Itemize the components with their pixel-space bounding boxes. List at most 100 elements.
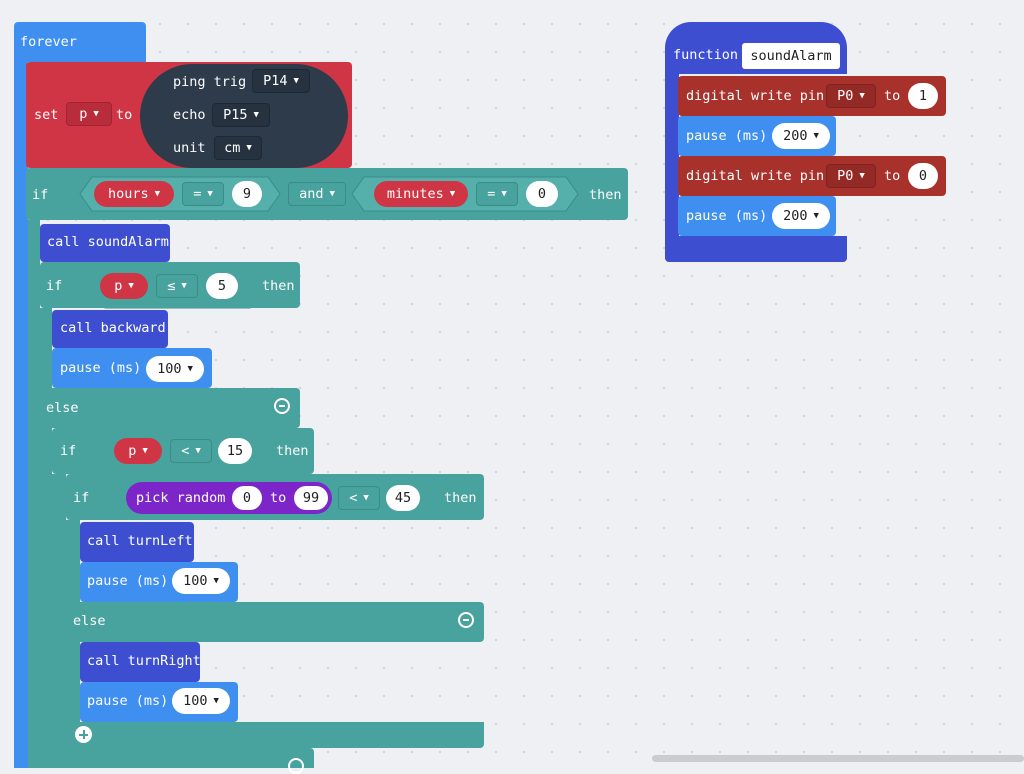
function-pause-label-1: pause (ms) xyxy=(686,128,768,144)
random-max-value[interactable]: 99 xyxy=(294,486,328,510)
if3-arm xyxy=(52,474,66,768)
call-turnleft-label: call turnLeft xyxy=(87,533,193,549)
function-pause-value-2[interactable]: 200▼ xyxy=(772,203,830,229)
if4-label: if xyxy=(73,490,90,506)
function-arm xyxy=(665,72,679,238)
random-to-label: to xyxy=(270,490,287,506)
pause-value-2[interactable]: 100▼ xyxy=(172,568,230,594)
call-turnleft-block[interactable] xyxy=(80,522,194,562)
if2-arm xyxy=(40,308,52,768)
to-label: to xyxy=(116,107,133,123)
collapse-minus-icon[interactable] xyxy=(458,612,474,628)
chevron-down-icon: ▼ xyxy=(207,189,213,199)
call-backward-label: call backward xyxy=(60,320,166,336)
chevron-down-icon: ▼ xyxy=(859,171,865,181)
forever-block[interactable] xyxy=(14,22,146,62)
function-name-field[interactable]: soundAlarm xyxy=(742,43,840,69)
if2-then-label: then xyxy=(262,278,295,294)
digital-write-label-2: digital write pin xyxy=(686,168,825,184)
pause-label-3: pause (ms) xyxy=(87,693,169,709)
if4-value[interactable]: 45 xyxy=(386,485,420,511)
function-pause-value-1[interactable]: 200▼ xyxy=(772,123,830,149)
call-turnright-block[interactable] xyxy=(80,642,200,682)
trig-pin-dropdown[interactable]: P14▼ xyxy=(252,69,310,93)
chevron-down-icon: ▼ xyxy=(195,446,201,456)
chevron-down-icon: ▼ xyxy=(293,76,299,86)
echo-pin-dropdown[interactable]: P15▼ xyxy=(212,103,270,127)
if2-p-variable[interactable]: p▼ xyxy=(100,273,148,299)
if4-footer[interactable] xyxy=(66,722,484,748)
if2-op-dropdown[interactable]: ≤▼ xyxy=(156,274,198,298)
write-to-label-2: to xyxy=(884,168,901,184)
chevron-down-icon: ▼ xyxy=(859,91,865,101)
ping-trig-label: ping trig xyxy=(173,74,247,90)
horizontal-scrollbar[interactable] xyxy=(652,755,1024,762)
pin-dropdown-1[interactable]: P0▼ xyxy=(826,84,876,108)
hours-variable[interactable]: hours▼ xyxy=(94,181,174,207)
echo-label: echo xyxy=(173,107,206,123)
write-value-1[interactable]: 1 xyxy=(908,83,938,109)
pause-label-1: pause (ms) xyxy=(60,360,142,376)
chevron-down-icon: ▼ xyxy=(181,281,187,291)
if1-left-op-dropdown[interactable]: =▼ xyxy=(182,182,224,206)
set-variable-dropdown[interactable]: p▼ xyxy=(66,102,112,126)
collapse-minus-icon[interactable] xyxy=(274,398,290,414)
chevron-down-icon: ▼ xyxy=(213,696,219,706)
pin-dropdown-2[interactable]: P0▼ xyxy=(826,164,876,188)
function-label: function xyxy=(673,47,739,63)
chevron-down-icon: ▼ xyxy=(93,109,99,119)
chevron-down-icon: ▼ xyxy=(142,446,148,456)
chevron-down-icon: ▼ xyxy=(813,131,819,141)
digital-write-block-2[interactable] xyxy=(678,156,946,196)
chevron-down-icon: ▼ xyxy=(213,576,219,586)
if1-label: if xyxy=(32,187,49,203)
pause-label-2: pause (ms) xyxy=(87,573,169,589)
if3-then-label: then xyxy=(276,443,309,459)
minutes-variable[interactable]: minutes▼ xyxy=(374,181,468,207)
chevron-down-icon: ▼ xyxy=(813,211,819,221)
unit-label: unit xyxy=(173,140,206,156)
if4-op-dropdown[interactable]: <▼ xyxy=(338,486,380,510)
digital-write-label-1: digital write pin xyxy=(686,88,825,104)
collapse-minus-icon[interactable] xyxy=(288,758,304,774)
write-to-label-1: to xyxy=(884,88,901,104)
if2-label: if xyxy=(46,278,63,294)
function-footer xyxy=(665,236,847,262)
if1-right-value[interactable]: 0 xyxy=(526,181,558,207)
call-soundalarm-label: call soundAlarm xyxy=(47,234,169,250)
if1-arm xyxy=(28,220,40,768)
unit-dropdown[interactable]: cm▼ xyxy=(214,136,262,160)
if4-then-label: then xyxy=(444,490,477,506)
add-plus-icon[interactable] xyxy=(75,726,92,743)
pause-value-1[interactable]: 100▼ xyxy=(146,356,204,382)
write-value-2[interactable]: 0 xyxy=(908,163,938,189)
chevron-down-icon: ▼ xyxy=(246,143,252,153)
pause-value-3[interactable]: 100▼ xyxy=(172,688,230,714)
digital-write-block-1[interactable] xyxy=(678,76,946,116)
if1-left-value[interactable]: 9 xyxy=(232,181,262,207)
call-soundalarm-block[interactable] xyxy=(40,224,170,262)
if3-footer[interactable] xyxy=(52,748,314,768)
chevron-down-icon: ▼ xyxy=(128,281,134,291)
if1-right-op-dropdown[interactable]: =▼ xyxy=(476,182,518,206)
else1-label: else xyxy=(46,400,79,416)
chevron-down-icon: ▼ xyxy=(449,189,456,199)
if3-op-dropdown[interactable]: <▼ xyxy=(170,439,212,463)
logic-op-dropdown[interactable]: and▼ xyxy=(288,182,346,206)
if3-p-variable[interactable]: p▼ xyxy=(114,438,162,464)
else1-block[interactable] xyxy=(40,388,300,428)
forever-block-arm xyxy=(14,60,28,768)
else2-label: else xyxy=(73,613,106,629)
else2-block[interactable] xyxy=(66,602,484,642)
chevron-down-icon: ▼ xyxy=(253,110,259,120)
random-min-value[interactable]: 0 xyxy=(232,486,262,510)
if2-value[interactable]: 5 xyxy=(206,273,238,299)
if3-value[interactable]: 15 xyxy=(218,438,252,464)
chevron-down-icon: ▼ xyxy=(187,364,193,374)
call-backward-block[interactable] xyxy=(52,310,168,348)
chevron-down-icon: ▼ xyxy=(363,493,369,503)
if3-label: if xyxy=(60,443,77,459)
call-turnright-label: call turnRight xyxy=(87,653,201,669)
set-label: set xyxy=(34,107,59,123)
